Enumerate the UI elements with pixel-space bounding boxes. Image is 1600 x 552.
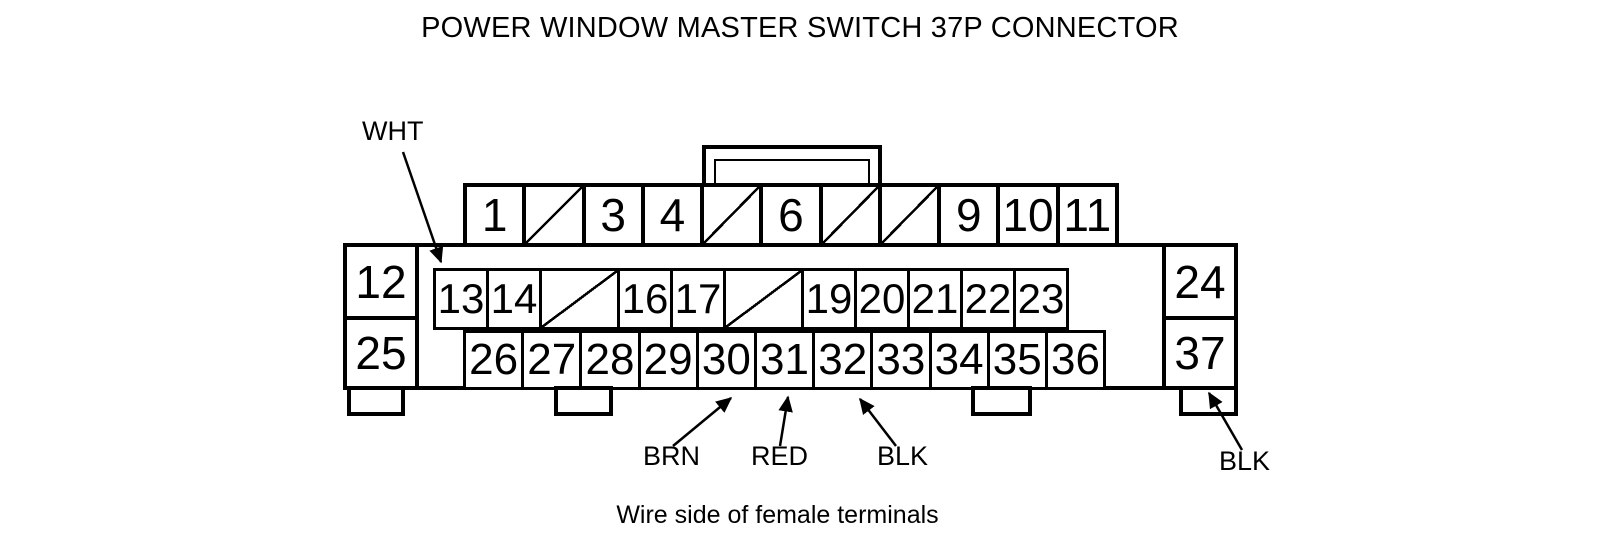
- wire-label-blk-right: BLK: [1219, 446, 1271, 476]
- pin-cell-11: 11: [1055, 183, 1119, 247]
- pin-cell-20: 20: [854, 268, 910, 330]
- pin-number: 9: [955, 189, 982, 241]
- pin-number: 21: [911, 275, 959, 322]
- blocked-cell: [539, 268, 620, 330]
- pin-cell-6: 6: [759, 183, 823, 247]
- pin-number: 17: [674, 275, 722, 322]
- pin-cell-30: 30: [695, 330, 757, 390]
- pin-cell-24: 24: [1162, 243, 1238, 320]
- pin-number: 11: [1063, 189, 1112, 241]
- wire-label-blk: BLK: [877, 441, 929, 471]
- mounting-tab-2: [554, 386, 613, 416]
- wire-label-red: RED: [751, 441, 809, 471]
- mounting-tab-4: [1179, 386, 1238, 416]
- pin-number: 34: [934, 335, 984, 384]
- pin-cell-16: 16: [617, 268, 673, 330]
- mounting-tab-3: [971, 386, 1032, 416]
- pin-number: 33: [876, 335, 926, 384]
- pin-number: 14: [490, 275, 538, 322]
- pin-number: 4: [659, 189, 686, 241]
- pin-cell-1: 1: [463, 183, 527, 247]
- pin-cell-10: 10: [996, 183, 1060, 247]
- pin-cell-19: 19: [801, 268, 857, 330]
- pin-number: 26: [469, 335, 519, 384]
- mounting-tab-1: [347, 386, 405, 416]
- blocked-cell: [723, 268, 804, 330]
- pin-number: 30: [701, 335, 751, 384]
- pin-number: 16: [621, 275, 669, 322]
- blocked-cell: [877, 183, 942, 247]
- pin-cell-36: 36: [1044, 330, 1107, 390]
- pin-cell-27: 27: [521, 330, 583, 390]
- pin-cell-25: 25: [343, 316, 419, 390]
- latch-tab-inner: [714, 159, 870, 183]
- wire-label-brn: BRN: [643, 441, 701, 471]
- pin-cell-14: 14: [486, 268, 542, 330]
- pin-number: 1: [481, 189, 508, 241]
- pin-number: 19: [805, 275, 853, 322]
- pin-cell-22: 22: [960, 268, 1016, 330]
- pin-cell-12: 12: [343, 243, 419, 320]
- pin-cell-23: 23: [1013, 268, 1069, 330]
- wire-label-wht: WHT: [362, 116, 424, 146]
- pin-number: 36: [1050, 335, 1100, 384]
- pin-cell-13: 13: [433, 268, 489, 330]
- diagram-caption: Wire side of female terminals: [616, 501, 939, 529]
- pin-number: 13: [437, 275, 485, 322]
- pin-number: 6: [778, 189, 804, 241]
- pin-cell-4: 4: [640, 183, 705, 247]
- pin-number: 25: [355, 327, 407, 379]
- blocked-cell: [818, 183, 882, 247]
- pin-cell-26: 26: [463, 330, 525, 390]
- pin-number: 10: [1002, 189, 1054, 241]
- pin-cell-32: 32: [812, 330, 874, 390]
- pin-number: 3: [600, 189, 626, 241]
- pin-number: 32: [818, 335, 868, 384]
- pin-number: 28: [585, 335, 635, 384]
- red-arrow: [778, 395, 793, 447]
- pin-number: 27: [527, 335, 577, 384]
- pin-cell-21: 21: [907, 268, 963, 330]
- pin-cell-29: 29: [637, 330, 699, 390]
- pin-number: 20: [858, 275, 906, 322]
- pin-number: 24: [1174, 255, 1226, 308]
- pin-number: 37: [1174, 327, 1226, 379]
- brn-arrow: [672, 397, 733, 447]
- pin-number: 22: [964, 275, 1012, 322]
- diagram-title: POWER WINDOW MASTER SWITCH 37P CONNECTOR: [421, 12, 1179, 44]
- pin-number: 23: [1017, 275, 1065, 322]
- pin-number: 12: [355, 255, 407, 308]
- pin-cell-3: 3: [581, 183, 645, 247]
- blocked-cell: [700, 183, 764, 247]
- pin-number: 29: [643, 335, 693, 384]
- blocked-cell: [522, 183, 586, 247]
- pin-number: 35: [992, 335, 1042, 384]
- pin-cell-28: 28: [579, 330, 641, 390]
- pin-cell-9: 9: [937, 183, 1001, 247]
- pin-cell-34: 34: [928, 330, 990, 390]
- pin-number: 31: [760, 335, 809, 384]
- pin-cell-37: 37: [1162, 316, 1238, 390]
- blk-arrow: [859, 397, 897, 447]
- pin-cell-17: 17: [670, 268, 726, 330]
- pin-cell-33: 33: [870, 330, 932, 390]
- pin-cell-35: 35: [986, 330, 1048, 390]
- pin-cell-31: 31: [753, 330, 816, 390]
